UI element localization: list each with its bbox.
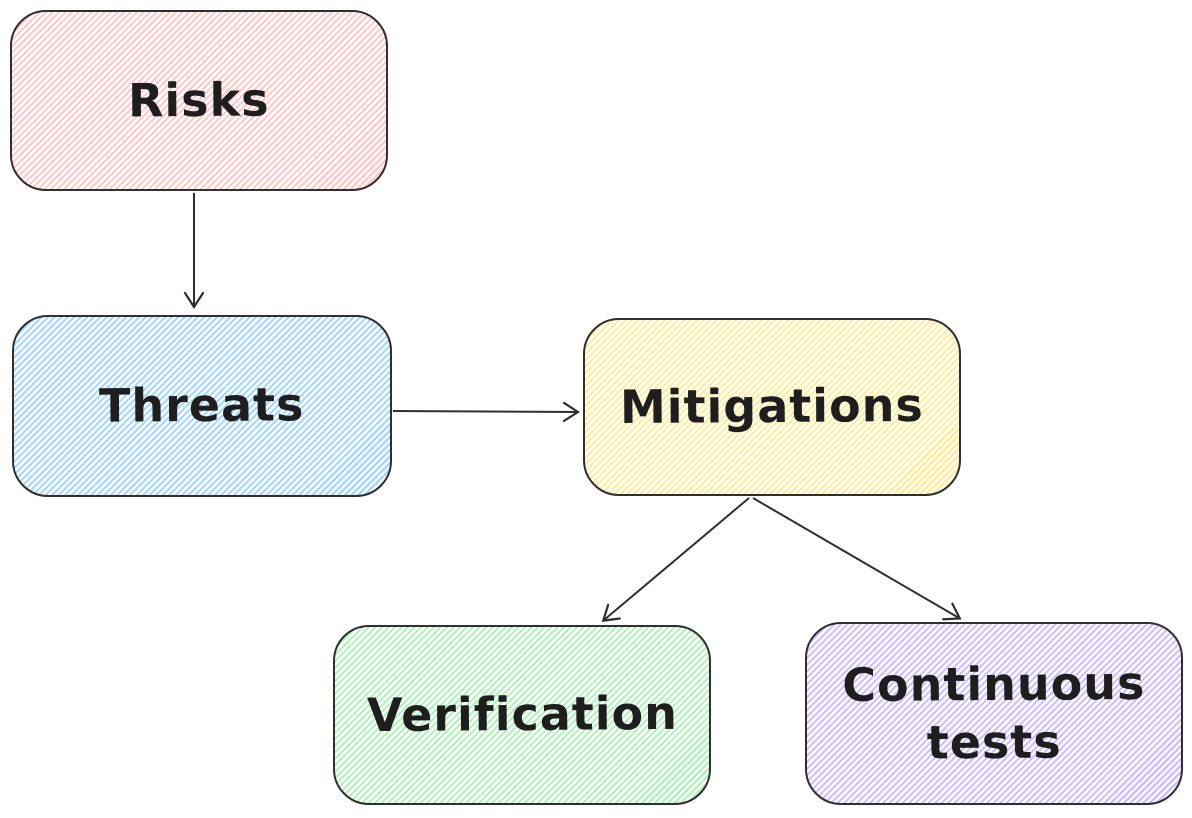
node-mitigations-label: Mitigations: [619, 378, 925, 435]
node-continuous-tests: Continuous tests: [805, 622, 1183, 805]
node-verification: Verification: [333, 625, 711, 805]
node-threats-label: Threats: [99, 377, 305, 433]
arrow-mitigations-to-verification: [604, 497, 750, 620]
node-mitigations: Mitigations: [583, 318, 961, 496]
arrow-mitigations-to-continuous-tests: [752, 497, 959, 618]
node-risks: Risks: [10, 10, 388, 191]
node-threats: Threats: [12, 315, 392, 497]
node-verification-label: Verification: [366, 686, 678, 743]
node-risks-label: Risks: [128, 72, 270, 128]
node-continuous-tests-label: Continuous tests: [842, 655, 1146, 769]
arrow-threats-to-mitigations: [392, 411, 577, 412]
